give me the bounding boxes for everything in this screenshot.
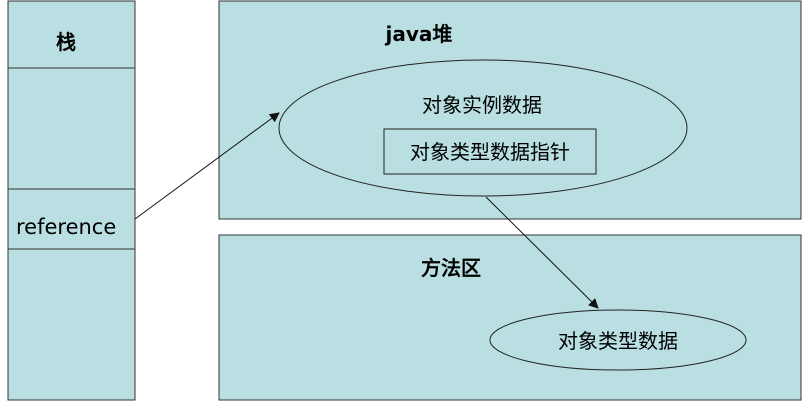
reference-to-instance-arrow	[134, 112, 280, 220]
heap-title: java堆	[385, 22, 453, 46]
type-pointer-box	[383, 128, 597, 175]
reference-label: reference	[16, 215, 116, 239]
heap-region: java堆 对象实例数据 对象类型数据指针	[218, 0, 802, 220]
stack-frame	[7, 0, 136, 401]
type-pointer-label: 对象类型数据指针	[410, 140, 570, 164]
stack-column: 栈 reference	[7, 0, 136, 401]
type-pointer-to-type-data-arrow	[485, 196, 599, 309]
object-instance-ellipse	[278, 59, 688, 197]
stack-title: 栈	[56, 30, 76, 54]
type-data-label: 对象类型数据	[558, 329, 678, 353]
type-data-ellipse	[489, 309, 747, 371]
method-area-frame	[218, 234, 802, 401]
method-area-region: 方法区 对象类型数据	[218, 234, 802, 401]
connections	[134, 112, 599, 309]
method-area-title: 方法区	[421, 256, 481, 280]
object-instance-label: 对象实例数据	[422, 93, 542, 117]
